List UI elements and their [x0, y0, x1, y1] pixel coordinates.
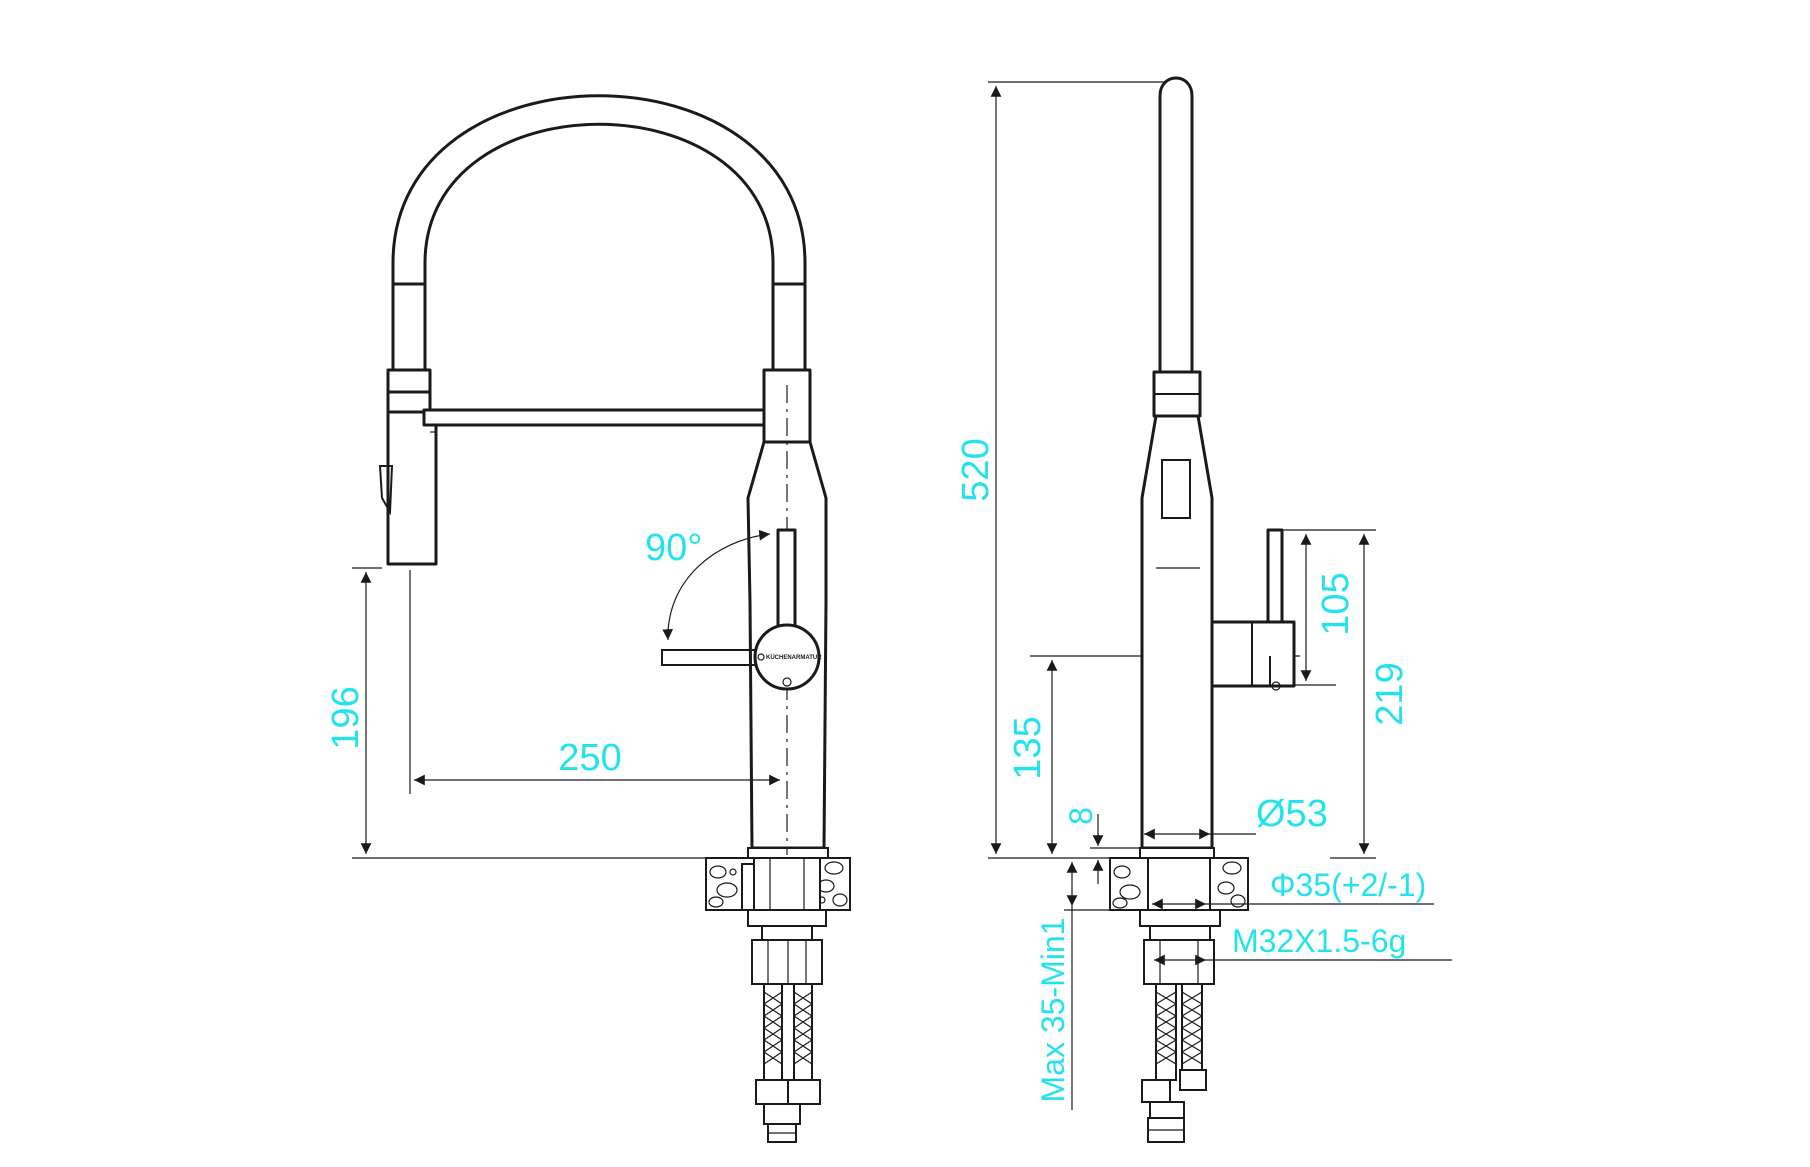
side-mounting-shank — [1139, 909, 1221, 1143]
dim-lever-height: 105 — [1315, 572, 1357, 635]
side-countertop-section — [1109, 857, 1249, 911]
holder-bar — [422, 408, 782, 427]
cartridge-cap — [753, 623, 821, 691]
dim-base-diameter: Ø53 — [1256, 793, 1328, 835]
brand-logo: KÜCHENARMATUR — [766, 654, 822, 661]
dim-total-height: 520 — [955, 438, 997, 501]
dim-counter-thickness: Max 35-Min1 — [1035, 918, 1071, 1103]
spring-arch — [391, 94, 807, 372]
side-view: 520 135 8 Max 35-Min1 Ø53 Φ35(+2/-1) M32… — [955, 76, 1452, 1143]
dim-reach: 250 — [558, 737, 621, 779]
lever-side — [1266, 528, 1284, 632]
side-spout — [1158, 76, 1194, 374]
dim-lever-top: 219 — [1369, 662, 1411, 725]
dim-spout-height: 196 — [325, 686, 367, 749]
dim-lever-angle: 90° — [645, 527, 702, 569]
front-view: KÜCHENARMATUR — [325, 94, 851, 1143]
dim-hole-diameter: Φ35(+2/-1) — [1270, 867, 1426, 903]
spray-head — [378, 368, 438, 566]
mounting-shank — [747, 857, 827, 1143]
dim-lever-axis: 135 — [1007, 716, 1049, 779]
dim-thread: M32X1.5-6g — [1232, 923, 1406, 959]
dim-base-ring: 8 — [1063, 807, 1099, 825]
